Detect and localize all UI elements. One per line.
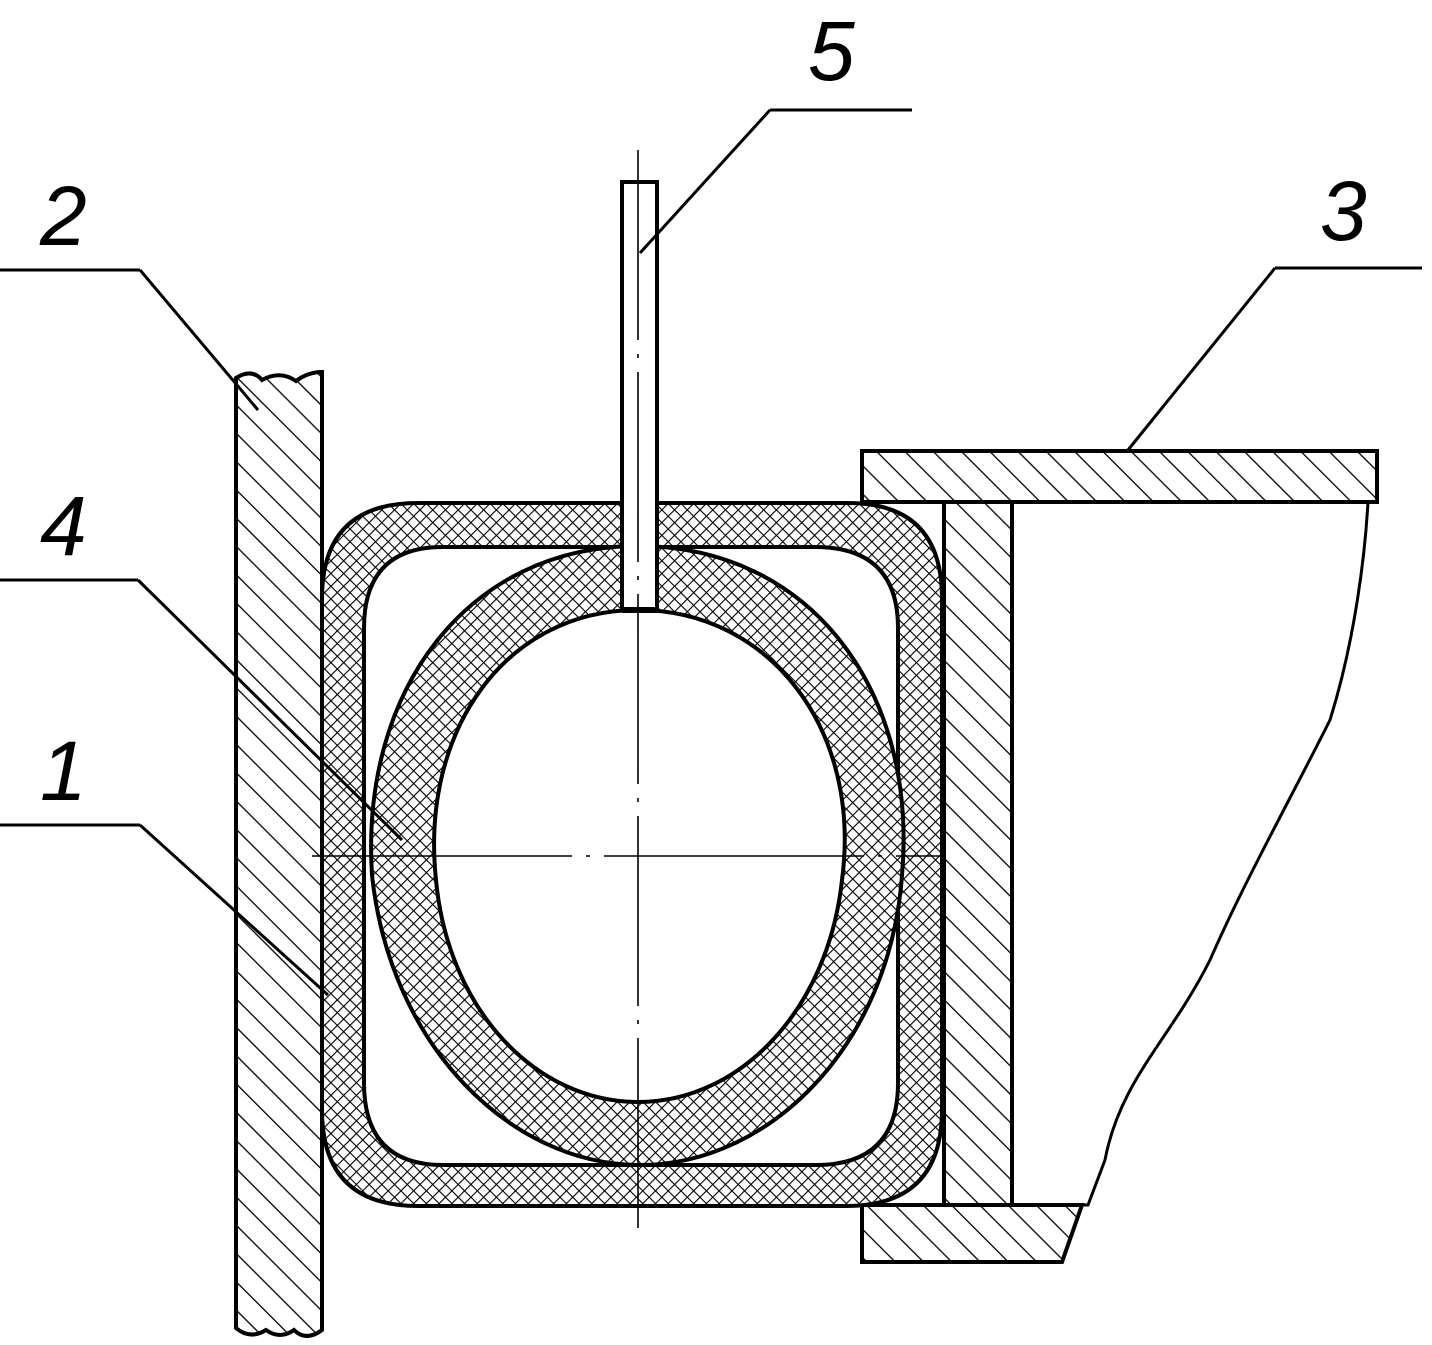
center-lines bbox=[312, 150, 945, 1238]
callout-4: 4 bbox=[40, 479, 87, 573]
leader-1 bbox=[138, 823, 330, 997]
bottom-flange bbox=[860, 1203, 1085, 1264]
leader-3 bbox=[1126, 267, 1277, 451]
leader-2 bbox=[138, 269, 260, 411]
rod-part-5 bbox=[620, 180, 659, 613]
top-flange bbox=[860, 449, 1379, 504]
callout-1: 1 bbox=[40, 724, 87, 818]
callout-labels: 5 2 3 4 1 bbox=[39, 4, 1367, 818]
wall-part-2 bbox=[234, 369, 324, 1338]
callout-2: 2 bbox=[39, 169, 87, 263]
leader-4 bbox=[136, 578, 404, 842]
callout-3: 3 bbox=[1320, 164, 1367, 258]
callout-5: 5 bbox=[808, 4, 855, 98]
beam-web bbox=[942, 500, 1014, 1207]
leader-lines bbox=[0, 108, 1422, 997]
housing-part-1 bbox=[320, 501, 944, 1208]
beam-part-3 bbox=[860, 449, 1379, 1264]
leader-5 bbox=[638, 108, 772, 255]
